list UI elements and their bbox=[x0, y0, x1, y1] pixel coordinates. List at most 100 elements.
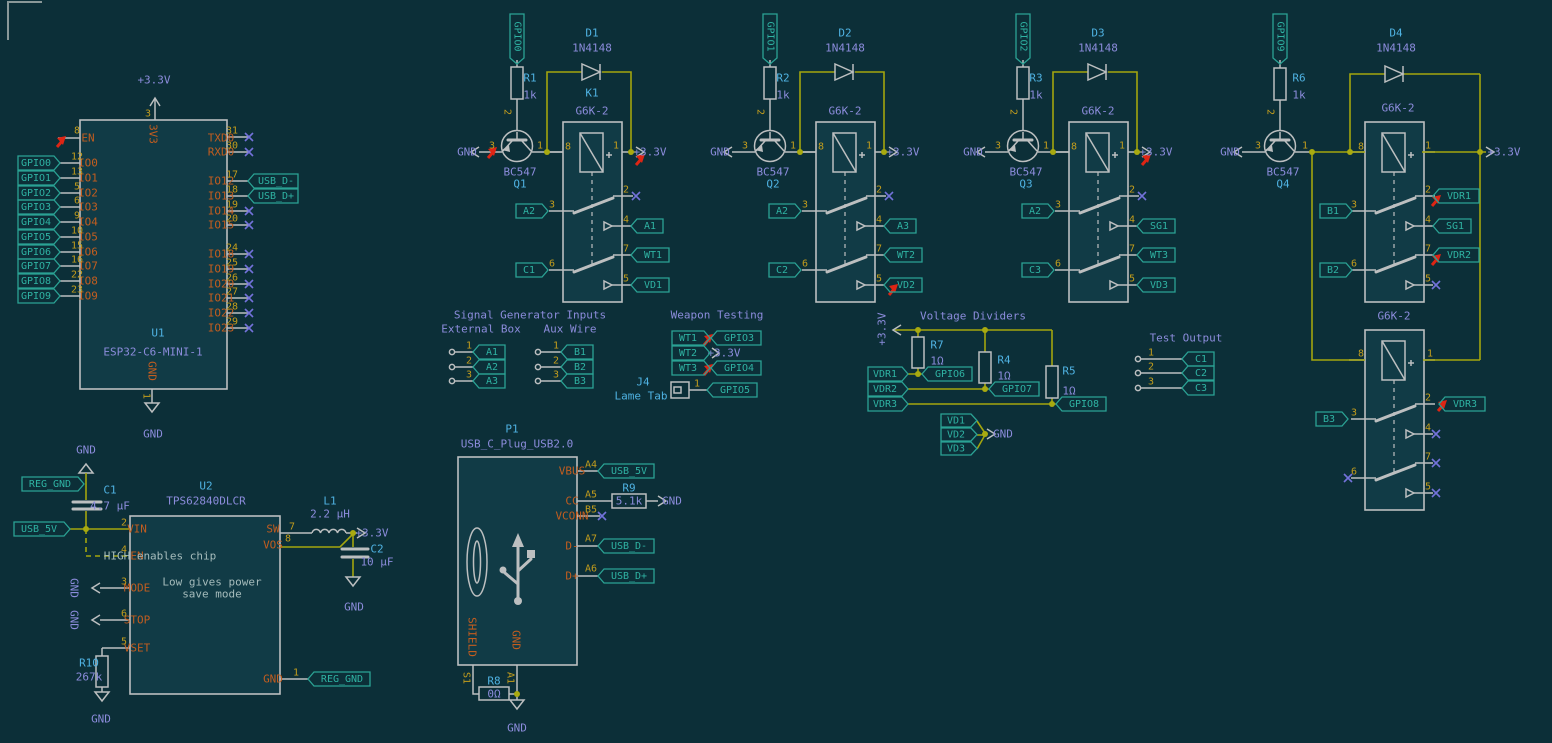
net-label-wt2-k2[interactable]: WT2 bbox=[897, 250, 915, 261]
net-label-vd3-vdiv[interactable]: VD3 bbox=[947, 444, 965, 455]
pin-name-en[interactable]: EN bbox=[81, 132, 94, 145]
net-label-c3-k3-box[interactable] bbox=[1021, 262, 1055, 278]
r5-reference[interactable]: R5 bbox=[1062, 365, 1075, 378]
r3-value[interactable]: 1k bbox=[1029, 89, 1043, 102]
c1-reference[interactable]: C1 bbox=[103, 484, 116, 497]
net-label-wt2-weapon[interactable]: WT2 bbox=[679, 348, 697, 359]
d1-reference[interactable]: D1 bbox=[585, 27, 598, 40]
pin-name-io5[interactable]: IO5 bbox=[78, 231, 98, 244]
u2-reference[interactable]: U2 bbox=[199, 480, 212, 493]
net-label-usb-dm-esp32[interactable]: USB_D- bbox=[258, 176, 294, 187]
pin-name-io0[interactable]: IO0 bbox=[78, 157, 98, 170]
pin-num[interactable]: 2 bbox=[1148, 362, 1154, 373]
pin-num[interactable]: 7 bbox=[1425, 244, 1431, 255]
net-label-b1-k4-box[interactable] bbox=[1319, 203, 1353, 219]
pin-num[interactable]: 3 bbox=[121, 577, 127, 588]
signal-generator-inputs-block[interactable] bbox=[448, 348, 561, 385]
c2-reference[interactable]: C2 bbox=[370, 543, 383, 556]
net-label-vd3-k3-box[interactable] bbox=[1136, 277, 1176, 293]
pin-name-stop[interactable]: STOP bbox=[124, 614, 151, 627]
pin-num[interactable]: 27 bbox=[226, 287, 238, 298]
net-label-gpio3-esp32-box[interactable] bbox=[17, 199, 61, 215]
net-label-usb-5v-left[interactable]: USB_5V bbox=[21, 524, 57, 535]
r8-value[interactable]: 0Ω bbox=[487, 688, 501, 701]
power-3v3-k4[interactable]: +3.3V bbox=[1487, 146, 1520, 159]
net-label-gpio5-esp32-box[interactable] bbox=[17, 229, 61, 245]
pin-num[interactable]: 1 bbox=[537, 141, 543, 152]
net-label-vdr3-k5[interactable]: VDR3 bbox=[1453, 399, 1477, 410]
power-3v3-wt2[interactable]: +3.3V bbox=[707, 347, 740, 360]
pin-num[interactable]: 1 bbox=[1148, 348, 1154, 359]
pin-name-io14[interactable]: IO14 bbox=[208, 205, 235, 218]
net-label-b2-k4-box[interactable] bbox=[1319, 262, 1353, 278]
pin-num[interactable]: 2 bbox=[1425, 393, 1431, 404]
pin-num[interactable]: 2 bbox=[623, 185, 629, 196]
pin-num[interactable]: 5 bbox=[1425, 274, 1431, 285]
k3-value[interactable]: G6K-2 bbox=[1081, 105, 1114, 118]
net-label-wt1-weapon-box[interactable] bbox=[671, 330, 711, 346]
net-label-c1-k1-box[interactable] bbox=[515, 262, 549, 278]
net-label-gpio4-esp32-box[interactable] bbox=[17, 214, 61, 230]
gnd-label-p1[interactable]: GND bbox=[507, 722, 527, 735]
net-label-gpio7-esp32-box[interactable] bbox=[17, 258, 61, 274]
r10-reference[interactable]: R10 bbox=[79, 657, 99, 670]
r10-value[interactable]: 267k bbox=[76, 671, 103, 684]
net-label-gpio7-esp32[interactable]: GPIO7 bbox=[21, 261, 51, 272]
net-label-b2-siggen[interactable]: B2 bbox=[574, 362, 586, 373]
pin-num[interactable]: B5 bbox=[585, 505, 597, 516]
q4-value[interactable]: BC547 bbox=[1266, 166, 1299, 179]
net-label-gpio2-drv[interactable]: GPIO2 bbox=[1018, 21, 1029, 51]
j4-value[interactable]: Lame Tab bbox=[615, 390, 668, 403]
r5-value[interactable]: 1Ω bbox=[1062, 385, 1076, 398]
pin-name-io2[interactable]: IO2 bbox=[78, 187, 98, 200]
pin-name-shield[interactable]: SHIELD bbox=[466, 617, 479, 657]
r3-reference[interactable]: R3 bbox=[1029, 72, 1042, 85]
net-label-vdr2-k4[interactable]: VDR2 bbox=[1447, 250, 1471, 261]
pin-name-io19[interactable]: IO19 bbox=[208, 263, 235, 276]
pin-num[interactable]: 28 bbox=[226, 302, 238, 313]
net-label-usb-5v-p1[interactable]: USB_5V bbox=[611, 466, 647, 477]
net-label-usb-5v-left-box[interactable] bbox=[13, 521, 71, 537]
net-label-gpio1-esp32-box[interactable] bbox=[17, 170, 61, 186]
net-label-gpio5-esp32[interactable]: GPIO5 bbox=[21, 232, 51, 243]
gnd-label-q2[interactable]: GND bbox=[710, 146, 730, 159]
pin-num[interactable]: 4 bbox=[1129, 215, 1135, 226]
pin-num[interactable]: 7 bbox=[1129, 244, 1135, 255]
net-label-vdr2-vdiv[interactable]: VDR2 bbox=[873, 384, 897, 395]
pin-name-io7[interactable]: IO7 bbox=[78, 260, 98, 273]
d4-value[interactable]: 1N4148 bbox=[1376, 42, 1416, 55]
pin-name-io9[interactable]: IO9 bbox=[78, 290, 98, 303]
net-label-gpio8-vdiv-box[interactable] bbox=[1055, 396, 1107, 412]
net-label-sg1-k4-box[interactable] bbox=[1432, 218, 1472, 234]
u2-value[interactable]: TPS62840DLCR bbox=[166, 495, 246, 508]
pin-name-vbus[interactable]: VBUS bbox=[559, 465, 586, 478]
pin-name-io15[interactable]: IO15 bbox=[208, 219, 235, 232]
pin-num[interactable]: 20 bbox=[226, 214, 238, 225]
net-label-vdr1-vdiv-box[interactable] bbox=[867, 366, 909, 382]
net-label-wt1-weapon[interactable]: WT1 bbox=[679, 333, 697, 344]
net-label-reg-gnd-top-box[interactable] bbox=[21, 476, 85, 492]
pin-num[interactable]: 12 bbox=[71, 152, 83, 163]
pin-name-io12[interactable]: IO12 bbox=[208, 175, 235, 188]
net-label-c2-test-box[interactable] bbox=[1181, 365, 1215, 381]
pin-num[interactable]: 6 bbox=[1351, 259, 1357, 270]
net-label-vd3-vdiv-box[interactable] bbox=[940, 441, 978, 456]
gnd-label-q4[interactable]: GND bbox=[1220, 146, 1240, 159]
pin-num[interactable]: 4 bbox=[121, 545, 127, 556]
pin-num[interactable]: 30 bbox=[226, 141, 238, 152]
net-label-c1-test[interactable]: C1 bbox=[1195, 354, 1207, 365]
pin-num[interactable]: 25 bbox=[226, 258, 238, 269]
pin-num[interactable]: 17 bbox=[226, 170, 238, 181]
gnd-label-reg-top[interactable]: GND bbox=[76, 444, 96, 457]
net-label-gpio0-drv-box[interactable] bbox=[509, 13, 525, 65]
pin-num[interactable]: 4 bbox=[876, 215, 882, 226]
net-label-vd1-k1-box[interactable] bbox=[630, 277, 670, 293]
d4-reference[interactable]: D4 bbox=[1389, 27, 1403, 40]
pin-num[interactable]: 1 bbox=[1425, 141, 1431, 152]
pin-num[interactable]: 15 bbox=[71, 241, 83, 252]
relay-driver-circuit-1[interactable] bbox=[471, 60, 644, 304]
net-label-b3-siggen-box[interactable] bbox=[560, 373, 594, 389]
pin-num[interactable]: 7 bbox=[876, 244, 882, 255]
d3-reference[interactable]: D3 bbox=[1091, 27, 1104, 40]
pin-num[interactable]: 29 bbox=[226, 317, 238, 328]
